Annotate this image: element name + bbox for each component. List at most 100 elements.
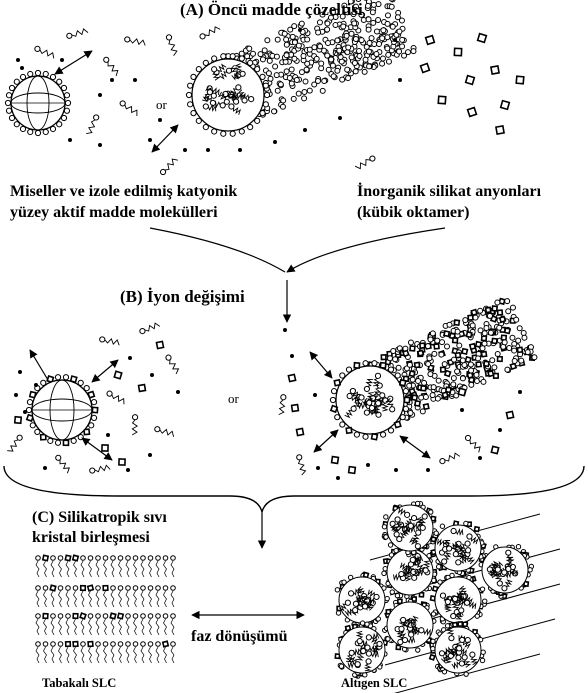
- surfactant-head: [403, 389, 408, 394]
- surfactant-head: [71, 438, 76, 443]
- silicate-cube: [81, 586, 86, 591]
- lamellar-tail: [141, 561, 144, 577]
- surfactant-head: [350, 388, 355, 393]
- surfactant-head: [457, 646, 462, 651]
- surfactant-head: [236, 85, 241, 90]
- surfactant-head: [163, 614, 168, 619]
- surfactant-head: [317, 20, 322, 25]
- surfactant-tail: [130, 39, 145, 46]
- surfactant-head: [399, 18, 404, 23]
- surfactant-head: [248, 124, 253, 129]
- or-label-middle: or: [228, 391, 239, 407]
- silicate-cube: [73, 614, 78, 619]
- silicate-cube: [510, 363, 516, 369]
- lamellar-tail: [171, 647, 174, 663]
- surfactant-head: [480, 658, 484, 662]
- surfactant-head: [299, 21, 304, 26]
- surfactant-head: [126, 586, 131, 591]
- surfactant-head: [156, 642, 161, 647]
- silicate-cube: [444, 331, 449, 336]
- counter-ion-dot: [238, 148, 242, 152]
- surfactant-head: [502, 340, 507, 345]
- surfactant-head: [335, 38, 340, 43]
- silicate-cube: [481, 352, 486, 357]
- surfactant-head: [375, 373, 380, 378]
- surfactant-head: [331, 389, 336, 394]
- surfactant-head: [362, 69, 367, 74]
- silicate-cube: [73, 555, 78, 560]
- surfactant-head: [391, 349, 396, 354]
- surfactant-head: [325, 53, 330, 58]
- surfactant-head: [407, 362, 412, 367]
- surfactant-head: [371, 2, 376, 7]
- surfactant-head: [64, 93, 69, 98]
- surfactant-head: [390, 407, 395, 412]
- surfactant-head: [56, 455, 61, 460]
- silicate-cube: [88, 642, 93, 647]
- lamellar-tail: [156, 561, 159, 577]
- silicate-cube: [458, 388, 465, 395]
- surfactant-head: [289, 81, 294, 86]
- silicate-cube: [488, 371, 494, 377]
- lamellar-tail: [44, 647, 47, 663]
- surfactant-head: [445, 624, 449, 628]
- surfactant-head: [73, 586, 78, 591]
- lamellar-tail: [74, 591, 77, 607]
- surfactant-head: [505, 367, 510, 372]
- lamellar-tail: [134, 647, 137, 663]
- surfactant-head: [388, 543, 392, 547]
- silicate-cube: [476, 362, 481, 367]
- surfactant-head: [416, 379, 421, 384]
- surfactant-head: [353, 37, 358, 42]
- silicate-cube: [441, 367, 446, 372]
- surfactant-head: [456, 655, 461, 660]
- surfactant-head: [462, 655, 467, 660]
- surfactant-head: [420, 525, 425, 530]
- lamellar-tail: [36, 561, 39, 577]
- surfactant-head: [502, 586, 507, 591]
- surfactant-head: [482, 331, 487, 336]
- surfactant-head: [281, 395, 286, 400]
- lamellar-tail: [89, 647, 92, 663]
- silicate-cube: [66, 642, 71, 647]
- surfactant-head: [442, 559, 447, 564]
- silicate-cube: [474, 527, 479, 532]
- surfactant-head: [171, 642, 176, 647]
- surfactant-head: [382, 525, 386, 529]
- surfactant-head: [322, 78, 327, 83]
- counter-ion-dot: [148, 453, 152, 457]
- surfactant-head: [455, 329, 460, 334]
- lamellar-tail: [111, 591, 114, 607]
- surfactant-head: [28, 71, 33, 76]
- surfactant-head: [315, 79, 320, 84]
- surfactant-tail: [112, 395, 124, 404]
- surfactant-head: [344, 33, 349, 38]
- exchange-arrow-a: [55, 51, 92, 74]
- surfactant-head: [385, 35, 390, 40]
- surfactant-head: [364, 386, 369, 391]
- silicate-cube: [430, 655, 435, 660]
- lamellar-tail: [119, 647, 122, 663]
- surfactant-head: [223, 91, 228, 96]
- surfactant-head: [353, 608, 358, 613]
- surfactant-head: [55, 375, 60, 380]
- silicate-cube: [466, 76, 475, 85]
- lamellar-tail: [164, 591, 167, 607]
- surfactant-head: [338, 54, 343, 59]
- surfactant-head: [519, 358, 524, 363]
- surfactant-head: [445, 344, 450, 349]
- silicate-cube: [102, 445, 108, 451]
- silicate-cube: [470, 344, 475, 349]
- phase-transition-label: faz dönüşümü: [191, 626, 287, 647]
- surfactant-head: [366, 49, 371, 54]
- surfactant-head: [442, 362, 447, 367]
- surfactant-head: [224, 99, 229, 104]
- surfactant-head: [395, 373, 400, 378]
- silicate-cube: [498, 310, 503, 315]
- surfactant-head: [36, 556, 41, 561]
- surfactant-head: [17, 435, 22, 440]
- surfactant-head: [319, 66, 324, 71]
- surfactant-head: [43, 586, 48, 591]
- surfactant-head: [351, 406, 356, 411]
- surfactant-head: [111, 586, 116, 591]
